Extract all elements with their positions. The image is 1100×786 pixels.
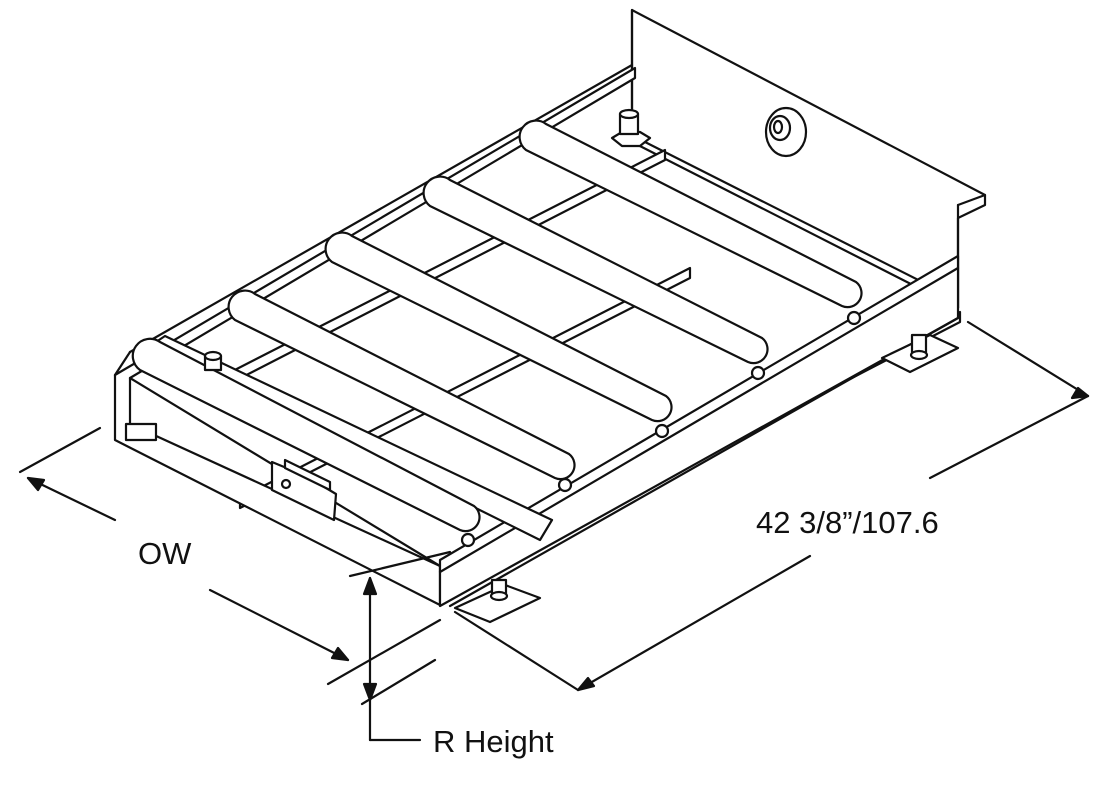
bumper-bolt-icon: [764, 106, 808, 158]
side-bracket: [270, 458, 338, 522]
support-foot-front: [453, 578, 542, 624]
roller: [324, 231, 673, 439]
post-icon: [203, 350, 223, 372]
rollers: [131, 119, 863, 548]
dimension-length: [453, 320, 1090, 692]
hex-bolt-icon: [610, 108, 652, 148]
length-label: 42 3/8”/107.6: [756, 505, 939, 540]
roller: [131, 334, 554, 548]
dimension-overall-width: [18, 426, 442, 686]
roller: [227, 289, 576, 493]
roller: [518, 119, 863, 326]
support-foot-left: [124, 422, 158, 442]
roller-height-label: R Height: [433, 724, 554, 759]
overall-width-label: OW: [138, 536, 192, 571]
dimension-roller-height: [348, 550, 452, 742]
roller: [422, 175, 769, 381]
support-foot-right: [880, 333, 960, 374]
